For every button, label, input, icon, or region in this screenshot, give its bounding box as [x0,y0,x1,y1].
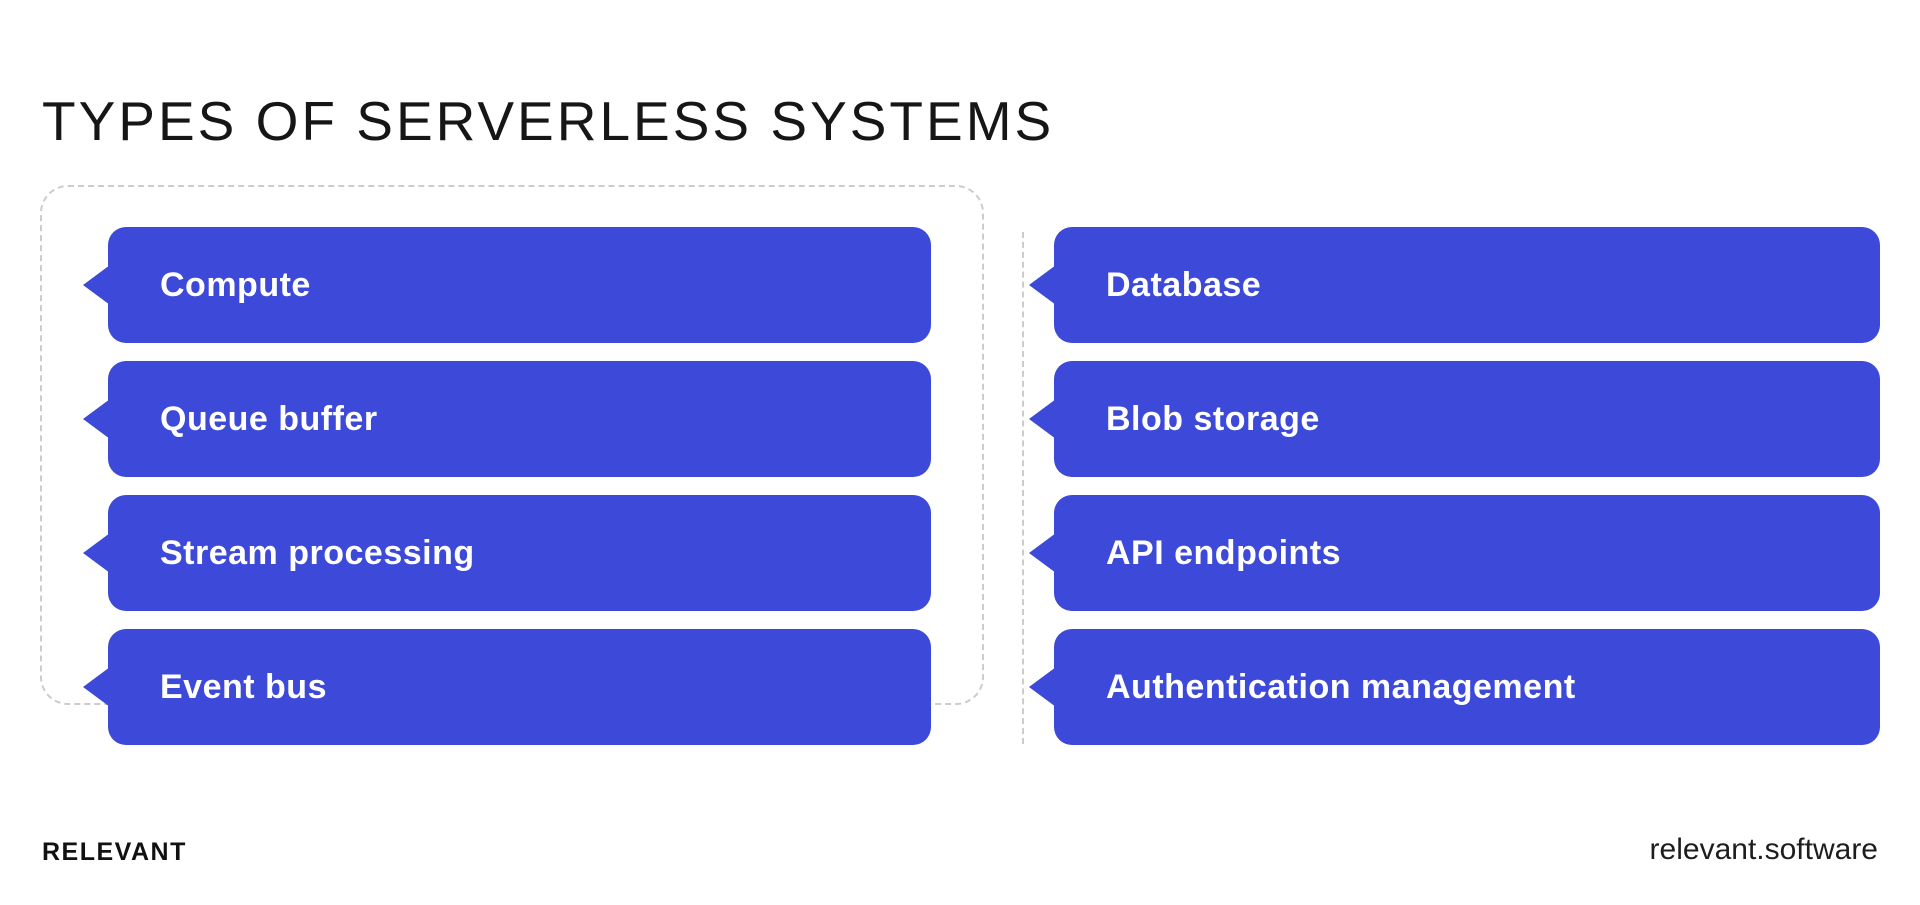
box-database: Database [1029,227,1880,343]
box-label: Blob storage [1106,399,1320,438]
box-blob-storage: Blob storage [1029,361,1880,477]
box-label: Queue buffer [160,399,378,438]
website-url-text: relevant.software [1649,833,1878,866]
arrow-left-icon [1029,533,1056,573]
arrow-left-icon [1029,265,1056,305]
arrow-left-icon [1029,399,1056,439]
dashed-guide-line [1022,232,1024,744]
right-column: Database Blob storage API endpoints Auth… [1029,227,1880,763]
box-label: Database [1106,265,1262,304]
box-label: Compute [160,265,311,304]
box-event-bus: Event bus [83,629,931,745]
box-label: Event bus [160,667,327,706]
box-label: API endpoints [1106,533,1342,572]
arrow-left-icon [1029,667,1056,707]
box-stream-processing: Stream processing [83,495,931,611]
page-title: TYPES OF SERVERLESS SYSTEMS [42,89,1055,152]
brand-logo-text: RELEVANT [42,838,187,866]
arrow-left-icon [83,667,110,707]
arrow-left-icon [83,399,110,439]
arrow-left-icon [83,533,110,573]
arrow-left-icon [83,265,110,305]
box-authentication-management: Authentication management [1029,629,1880,745]
box-queue-buffer: Queue buffer [83,361,931,477]
box-label: Stream processing [160,533,475,572]
box-compute: Compute [83,227,931,343]
left-column: Compute Queue buffer Stream processing E… [83,227,931,763]
box-api-endpoints: API endpoints [1029,495,1880,611]
box-label: Authentication management [1106,667,1576,706]
